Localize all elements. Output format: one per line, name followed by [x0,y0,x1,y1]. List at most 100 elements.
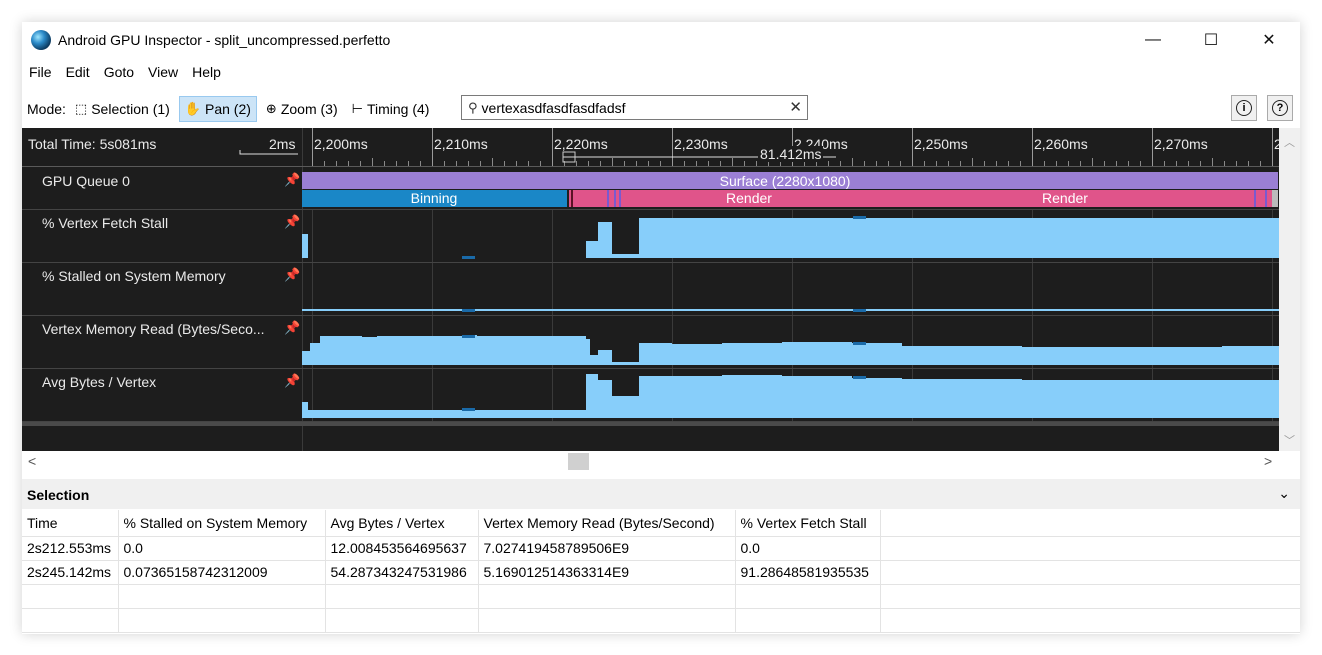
scroll-down-icon[interactable]: ﹀ [1284,435,1295,447]
table-row-empty [22,608,1300,633]
table-cell: 91.28648581935535 [735,560,881,585]
pin-icon[interactable]: 📌 [284,267,301,282]
timeline-canvas[interactable]: Surface (2280x1080) Binning Render Rende… [22,128,1279,451]
title-bar: Android GPU Inspector - split_uncompress… [22,22,1300,58]
clear-search-icon[interactable]: ✕ [789,99,802,116]
pin-icon[interactable]: 📌 [284,172,301,187]
render-slice[interactable] [567,190,1278,207]
surface-slice[interactable] [302,172,1278,189]
binning-slice[interactable] [302,190,567,207]
help-button[interactable]: ? [1267,95,1293,121]
column-header[interactable]: Time [22,510,119,537]
mode-zoom-label: Zoom (3) [280,101,338,117]
menu-edit[interactable]: Edit [65,64,90,80]
counter-marker [853,309,866,312]
total-time: Total Time: 5s081ms [28,136,157,152]
pin-icon[interactable]: 📌 [284,373,301,388]
search-box[interactable]: ⚲ vertexasdfasdfasdfadsf ✕ [461,95,808,120]
column-header[interactable]: % Stalled on System Memory [118,510,326,537]
slice-gap [567,190,569,207]
selection-cursor-icon: ⬚ [74,101,88,116]
track-label-stalled-system-memory: % Stalled on System Memory [42,268,226,284]
selection-table: Time % Stalled on System Memory Avg Byte… [22,510,1300,633]
info-icon: i [1236,100,1252,116]
horizontal-scroll-thumb[interactable] [568,453,589,470]
column-header[interactable]: Avg Bytes / Vertex [325,510,479,537]
counter-marker [853,342,866,345]
menu-view[interactable]: View [148,64,179,80]
table-cell: 0.0 [118,536,326,561]
surface-slice-label: Surface (2280x1080) [720,173,851,189]
slice-marker [619,190,621,207]
window-title: Android GPU Inspector - split_uncompress… [58,32,391,48]
table-cell: 0.0 [735,536,881,561]
duration-handle[interactable] [562,151,576,163]
vertex-fetch-stall-counter[interactable] [302,218,1279,258]
ruler-tick-label: 2,200ms [314,136,368,152]
table-row[interactable]: 2s212.553ms 0.0 12.008453564695637 7.027… [22,536,1300,561]
table-cell: 12.008453564695637 [325,536,479,561]
tracks-end-bar [22,422,1279,426]
table-cell: 54.287343247531986 [325,560,479,585]
binning-slice-label: Binning [411,190,458,206]
vertex-memory-read-counter[interactable] [302,335,1279,365]
counter-marker [462,408,475,411]
selection-panel-header[interactable]: Selection ⌄ [22,479,1300,509]
table-cell: 7.027419458789506E9 [478,536,736,561]
track-label-gpu-queue: GPU Queue 0 [42,173,130,189]
track-label-avg-bytes-vertex: Avg Bytes / Vertex [42,374,157,390]
table-cell: 0.07365158742312009 [118,560,326,585]
help-icon: ? [1272,100,1288,116]
search-icon: ⚲ [468,99,478,115]
counter-marker [853,216,866,219]
timing-bracket-icon: ⊢ [351,101,363,116]
ruler-tick-label: 2,270ms [1154,136,1208,152]
avg-bytes-vertex-counter[interactable] [302,374,1279,418]
magnifier-icon: ⊕ [265,101,277,116]
ruler-tick-label: 2,220ms [554,136,608,152]
maximize-button[interactable]: ☐ [1203,32,1219,49]
menu-help[interactable]: Help [192,64,221,80]
mode-zoom-button[interactable]: ⊕ Zoom (3) [261,96,343,122]
scroll-up-icon[interactable]: ︿ [1284,137,1295,149]
stalled-system-memory-counter[interactable] [302,309,1279,311]
app-window: Android GPU Inspector - split_uncompress… [22,22,1300,634]
table-header-row: Time % Stalled on System Memory Avg Byte… [22,510,1300,537]
table-cell: 5.169012514363314E9 [478,560,736,585]
table-row[interactable]: 2s245.142ms 0.07365158742312009 54.28734… [22,560,1300,585]
mode-selection-label: Selection (1) [91,101,170,117]
timeline-panel[interactable]: Surface (2280x1080) Binning Render Rende… [22,128,1300,451]
selection-title: Selection [27,487,90,503]
scale-label: 2ms [269,136,296,152]
scale-bracket [239,150,298,155]
pin-icon[interactable]: 📌 [284,214,301,229]
scroll-right-icon[interactable]: > [1264,453,1273,469]
menu-file[interactable]: File [29,64,52,80]
mode-timing-button[interactable]: ⊢ Timing (4) [347,96,435,122]
table-cell: 2s245.142ms [22,560,119,585]
menu-goto[interactable]: Goto [103,64,135,80]
mode-toolbar: Mode: ⬚ Selection (1) ✋ Pan (2) ⊕ Zoom (… [22,94,1300,124]
slice-marker [1265,190,1267,207]
pin-icon[interactable]: 📌 [284,320,301,335]
menu-bar: File Edit Goto View Help [22,60,228,84]
search-input[interactable]: vertexasdfasdfasdfadsf [481,99,626,116]
counter-marker [853,376,866,379]
counter-marker [462,335,475,338]
track-label-vertex-memory-read: Vertex Memory Read (Bytes/Seco... [42,321,265,337]
ruler-ticks [312,128,1273,166]
column-header[interactable]: % Vertex Fetch Stall [735,510,881,537]
info-button[interactable]: i [1231,95,1257,121]
scroll-left-icon[interactable]: < [28,453,37,469]
mode-pan-button[interactable]: ✋ Pan (2) [178,96,257,122]
close-button[interactable]: ✕ [1262,32,1276,49]
vertical-scrollbar[interactable]: ︿ ﹀ [1279,128,1300,451]
column-header[interactable]: Vertex Memory Read (Bytes/Second) [478,510,736,537]
selection-duration-label: 81.412ms [758,146,824,162]
render-slice-label-2: Render [1042,190,1088,206]
horizontal-scrollbar[interactable]: < > [22,451,1300,473]
mode-selection-button[interactable]: ⬚ Selection (1) [70,96,175,122]
ruler-tick-label: 2,260ms [1034,136,1088,152]
chevron-down-icon[interactable]: ⌄ [1278,485,1290,501]
minimize-button[interactable]: — [1145,31,1161,48]
